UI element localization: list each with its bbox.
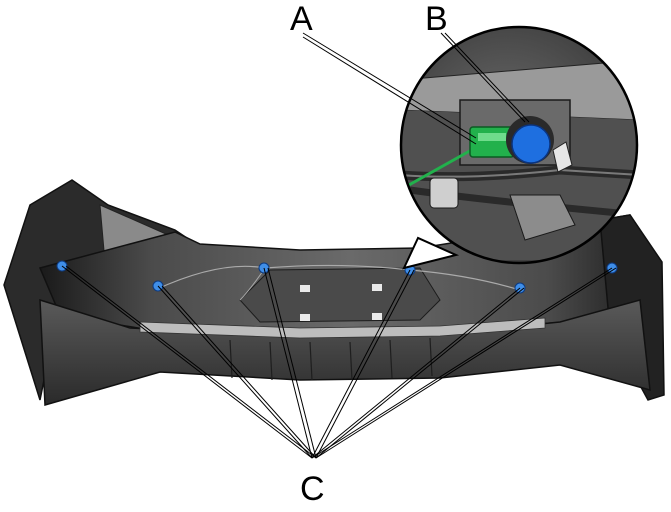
leader-lines [61, 32, 617, 459]
bumper-mounting-strip [139, 317, 546, 339]
zoom-pointer [402, 236, 460, 270]
parking-sensor [511, 124, 551, 164]
label-c: C [300, 470, 325, 508]
sensor-wire [401, 146, 476, 192]
leader-b [440, 32, 526, 123]
plate-mount-holes [300, 284, 382, 321]
zoom-detail [399, 25, 639, 270]
bumper-lower-ribs [229, 337, 433, 381]
zoom-circle-border [399, 25, 639, 265]
leader-a [302, 32, 477, 139]
label-b: B [425, 0, 448, 38]
leader-c [61, 265, 617, 459]
label-a: A [290, 0, 313, 38]
wire-harness [154, 264, 521, 291]
